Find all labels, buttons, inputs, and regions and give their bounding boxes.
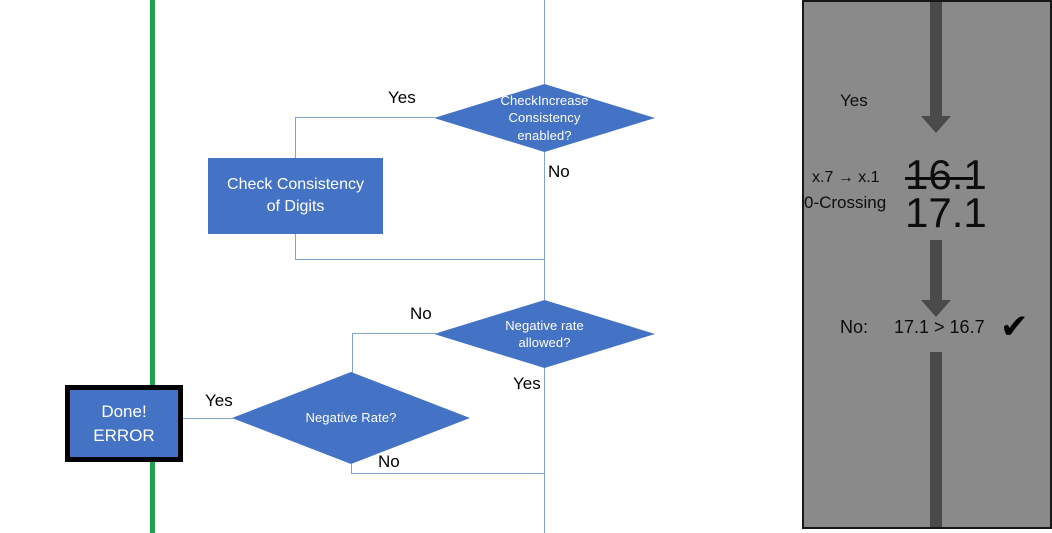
panel-check-icon: ✔ [1000, 308, 1029, 346]
decision-negative-rate-text: Negative Rate? [232, 372, 470, 464]
connector-checkincrease-yes-down [295, 117, 296, 158]
decision-check-increase[interactable]: CheckIncrease Consistency enabled? [434, 84, 655, 152]
panel-value-struck: 16.1 [905, 151, 987, 198]
panel-arrow-2-head [921, 300, 951, 317]
decision-check-increase-text: CheckIncrease Consistency enabled? [434, 84, 655, 152]
panel-mapping-label: x.7 → x.1 [812, 169, 880, 186]
decision-negative-rate-allowed-line1: Negative rate [505, 317, 584, 333]
connector-negallowed-no-horizontal [352, 333, 438, 334]
decision-negative-rate-line1: Negative Rate? [305, 410, 397, 426]
label-checkincrease-no: No [548, 162, 570, 181]
process-check-consistency-line1: Check Consistency [227, 176, 364, 194]
decision-negative-rate-allowed[interactable]: Negative rate allowed? [434, 300, 655, 368]
panel-comparison: 17.1 > 16.7 [894, 317, 985, 337]
panel-arrow-3-shaft [930, 352, 942, 527]
connector-spine-mid [544, 152, 545, 259]
terminal-done-error-line2: ERROR [93, 425, 155, 445]
connector-negrate-yes [174, 418, 234, 419]
connector-spine-lower [544, 353, 545, 473]
connector-spine-bottom [544, 473, 545, 533]
panel-comparison-prefix: No: [840, 317, 869, 337]
annotation-panel: Yes x.7 → x.1 0-Crossing 16.1 17.1 No: 1… [802, 0, 1052, 529]
decision-check-increase-line3: enabled? [517, 127, 572, 143]
label-negrate-yes: Yes [205, 391, 233, 410]
panel-value-current: 17.1 [905, 189, 987, 236]
label-negallowed-yes: Yes [513, 374, 541, 393]
terminal-done-error[interactable]: Done! ERROR [65, 385, 183, 462]
label-negallowed-no: No [410, 304, 432, 323]
connector-negrate-no-horizontal [351, 473, 545, 474]
label-checkincrease-yes: Yes [388, 88, 416, 107]
connector-negrate-no-down [351, 464, 352, 473]
decision-negative-rate-allowed-line2: allowed? [518, 335, 571, 350]
decision-check-increase-line2: Consistency [508, 110, 581, 126]
green-highlight-line [150, 0, 155, 533]
panel-arrow-1-head [921, 116, 951, 133]
panel-arrow-2-shaft [930, 240, 942, 300]
label-negrate-no: No [378, 452, 400, 471]
terminal-done-error-line1: Done! [101, 401, 147, 421]
panel-arrow-1-shaft [930, 2, 942, 116]
panel-label-yes: Yes [840, 91, 868, 110]
connector-checkconsistency-return [295, 259, 545, 260]
connector-checkconsistency-down [295, 234, 296, 259]
decision-negative-rate-allowed-text: Negative rate allowed? [434, 300, 655, 368]
panel-value-struck-line [905, 177, 973, 180]
connector-spine-mid2 [544, 259, 545, 300]
process-check-consistency-line2: of Digits [266, 198, 325, 215]
decision-negative-rate[interactable]: Negative Rate? [232, 372, 470, 464]
panel-crossing-label: 0-Crossing [804, 193, 887, 212]
process-check-consistency[interactable]: Check Consistency of Digits [208, 158, 383, 234]
decision-check-increase-line1: CheckIncrease [500, 93, 589, 109]
connector-checkincrease-yes-horizontal [295, 117, 437, 118]
connector-spine-top [544, 0, 545, 84]
